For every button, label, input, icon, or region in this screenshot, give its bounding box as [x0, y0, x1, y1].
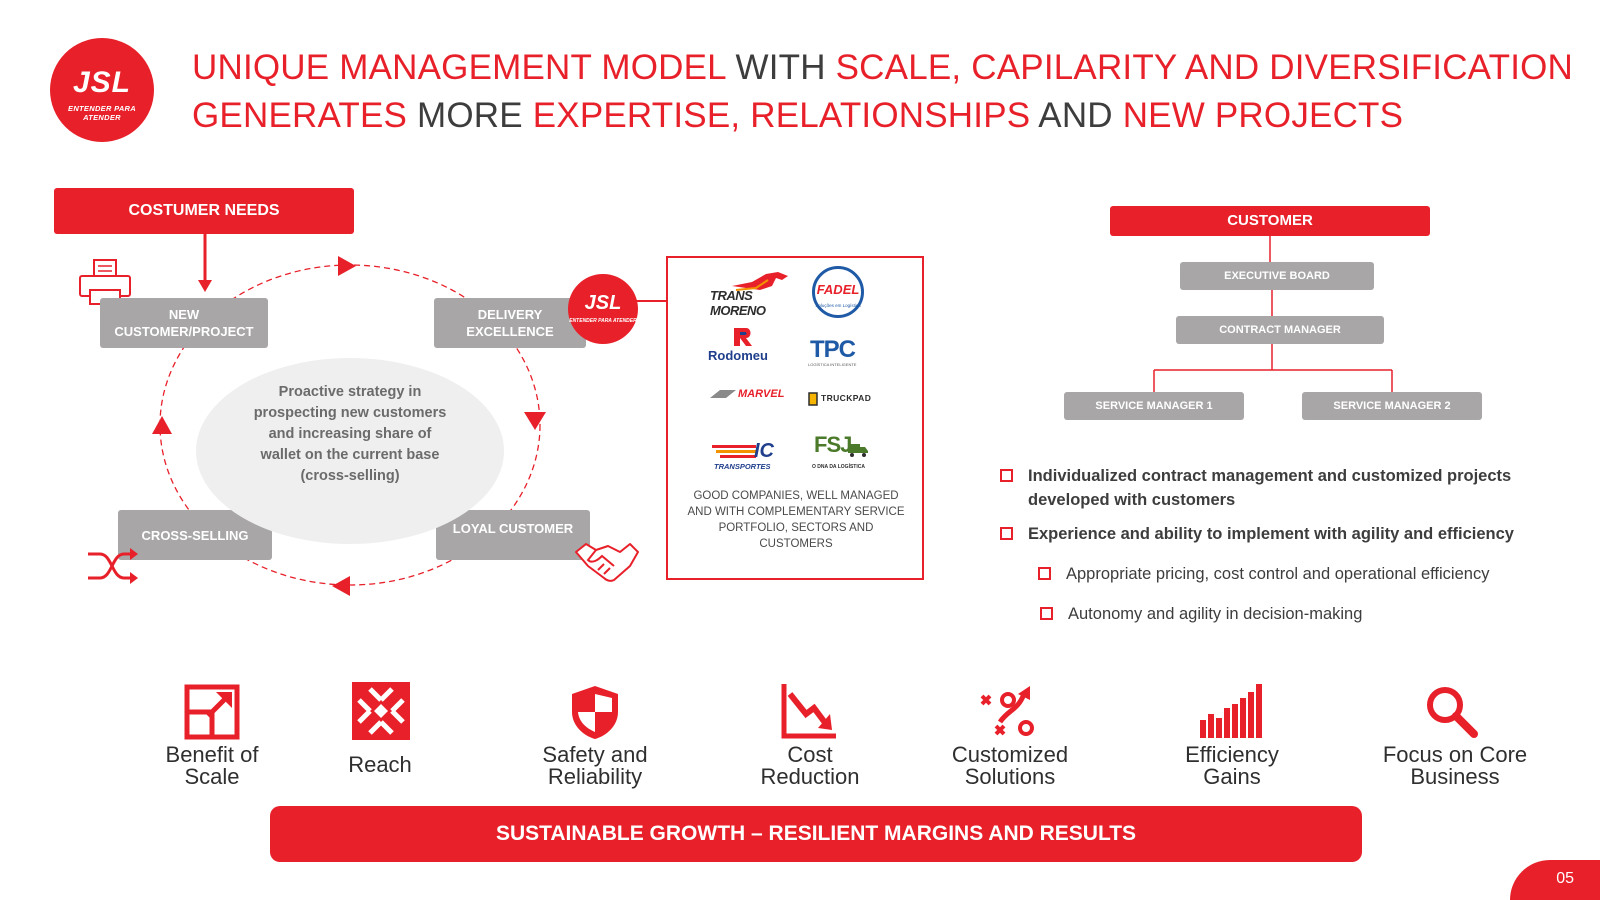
bullet-item: Experience and ability to implement with…: [1000, 522, 1588, 546]
jsl-badge: JSL ENTENDER PARA ATENDER: [568, 274, 638, 344]
brand-fsj: FSJ O DNA DA LOGÍSTICA: [812, 432, 874, 476]
shuffle-icon: [88, 548, 138, 584]
benefit-label: Safety and Reliability: [542, 742, 648, 789]
brand-rodomeu: Rodomeu: [706, 326, 786, 366]
badge-wordmark: JSL: [584, 292, 622, 314]
benefit-label: Benefit of Scale: [165, 742, 259, 789]
handshake-icon: [575, 543, 639, 582]
jsl-logo: JSL ENTENDER PARA ATENDER: [50, 38, 154, 142]
badge-tagline: ENTENDER PARA ATENDER: [569, 318, 637, 324]
benefit-label: Customized Solutions: [951, 742, 1069, 789]
logo-tagline: ENTENDER PARA ATENDER: [68, 104, 136, 122]
growth-banner: SUSTAINABLE GROWTH – RESILIENT MARGINS A…: [270, 806, 1362, 862]
brand-fadel: FADEL Soluções em Logística: [812, 266, 864, 318]
page-number: 05: [1556, 870, 1574, 887]
expand-arrows-icon: [352, 682, 410, 740]
trend-down-icon: [781, 684, 836, 739]
title-part: SCALE, CAPILARITY AND DIVERSIFICATION: [835, 48, 1574, 87]
org-contract-manager: CONTRACT MANAGER: [1176, 316, 1384, 344]
bullet-item: Autonomy and agility in decision-making: [1040, 602, 1600, 626]
speed-lines-icon: [710, 390, 736, 398]
checkbox-square-icon: [1038, 567, 1051, 580]
bullet-item: Individualized contract management and c…: [1000, 464, 1588, 512]
rodomeu-mark-icon: [734, 328, 752, 346]
benefit-label: Efficiency Gains: [1185, 742, 1279, 789]
benefit-label: Focus on Core Business: [1382, 742, 1528, 789]
brand-transmoreno: TRANS MORENO: [710, 270, 790, 318]
brand-marvel: MARVEL: [710, 386, 790, 406]
portfolio-caption: GOOD COMPANIES, WELL MANAGED AND WITH CO…: [687, 490, 905, 550]
portfolio-frame: [666, 256, 924, 580]
shield-icon: [572, 686, 618, 739]
bullet-item: Appropriate pricing, cost control and op…: [1038, 562, 1600, 586]
scale-up-icon: [184, 684, 240, 740]
strategy-text: Proactive strategy in prospecting new cu…: [253, 384, 447, 484]
brand-tpc: TPC LOGÍSTICA INTELIGENTE: [808, 336, 857, 367]
brand-truckpad: TRUCKPAD: [808, 390, 888, 410]
title-part: AND: [1038, 96, 1123, 135]
bar-growth-icon: [1200, 684, 1262, 738]
title-part: EXPERTISE, RELATIONSHIPS: [532, 96, 1039, 135]
strategy-icon: [980, 686, 1034, 736]
brand-ic-transportes: IC TRANSPORTES: [712, 440, 774, 471]
checkbox-square-icon: [1000, 469, 1013, 482]
node-delivery-excellence: DELIVERY EXCELLENCE: [434, 298, 586, 348]
benefit-label: Reach: [348, 752, 412, 777]
org-customer: CUSTOMER: [1110, 206, 1430, 236]
truckpad-mark-icon: [808, 392, 818, 406]
title-part: GENERATES: [192, 96, 418, 135]
truck-icon: [848, 444, 868, 457]
page-title: UNIQUE MANAGEMENT MODEL WITH SCALE, CAPI…: [192, 44, 1592, 140]
logo-wordmark: JSL: [72, 66, 132, 99]
ic-stripes-icon: [712, 445, 756, 458]
magnifier-icon: [1427, 687, 1478, 738]
node-new-customer: NEW CUSTOMER/PROJECT: [100, 298, 268, 348]
customer-needs-label: COSTUMER NEEDS: [54, 188, 354, 234]
node-loyal-customer: LOYAL CUSTOMER: [436, 510, 590, 560]
org-service-manager-2: SERVICE MANAGER 2: [1302, 392, 1482, 420]
checkbox-square-icon: [1000, 527, 1013, 540]
org-service-manager-1: SERVICE MANAGER 1: [1064, 392, 1244, 420]
title-part: WITH: [735, 48, 836, 87]
checkbox-square-icon: [1040, 607, 1053, 620]
strategy-ellipse: [196, 358, 504, 544]
title-part: UNIQUE MANAGEMENT MODEL: [192, 48, 736, 87]
benefit-label: Cost Reduction: [760, 742, 860, 789]
title-part: MORE: [417, 96, 533, 135]
title-part: NEW PROJECTS: [1122, 96, 1404, 135]
org-executive-board: EXECUTIVE BOARD: [1180, 262, 1374, 290]
horse-icon: [732, 272, 788, 291]
